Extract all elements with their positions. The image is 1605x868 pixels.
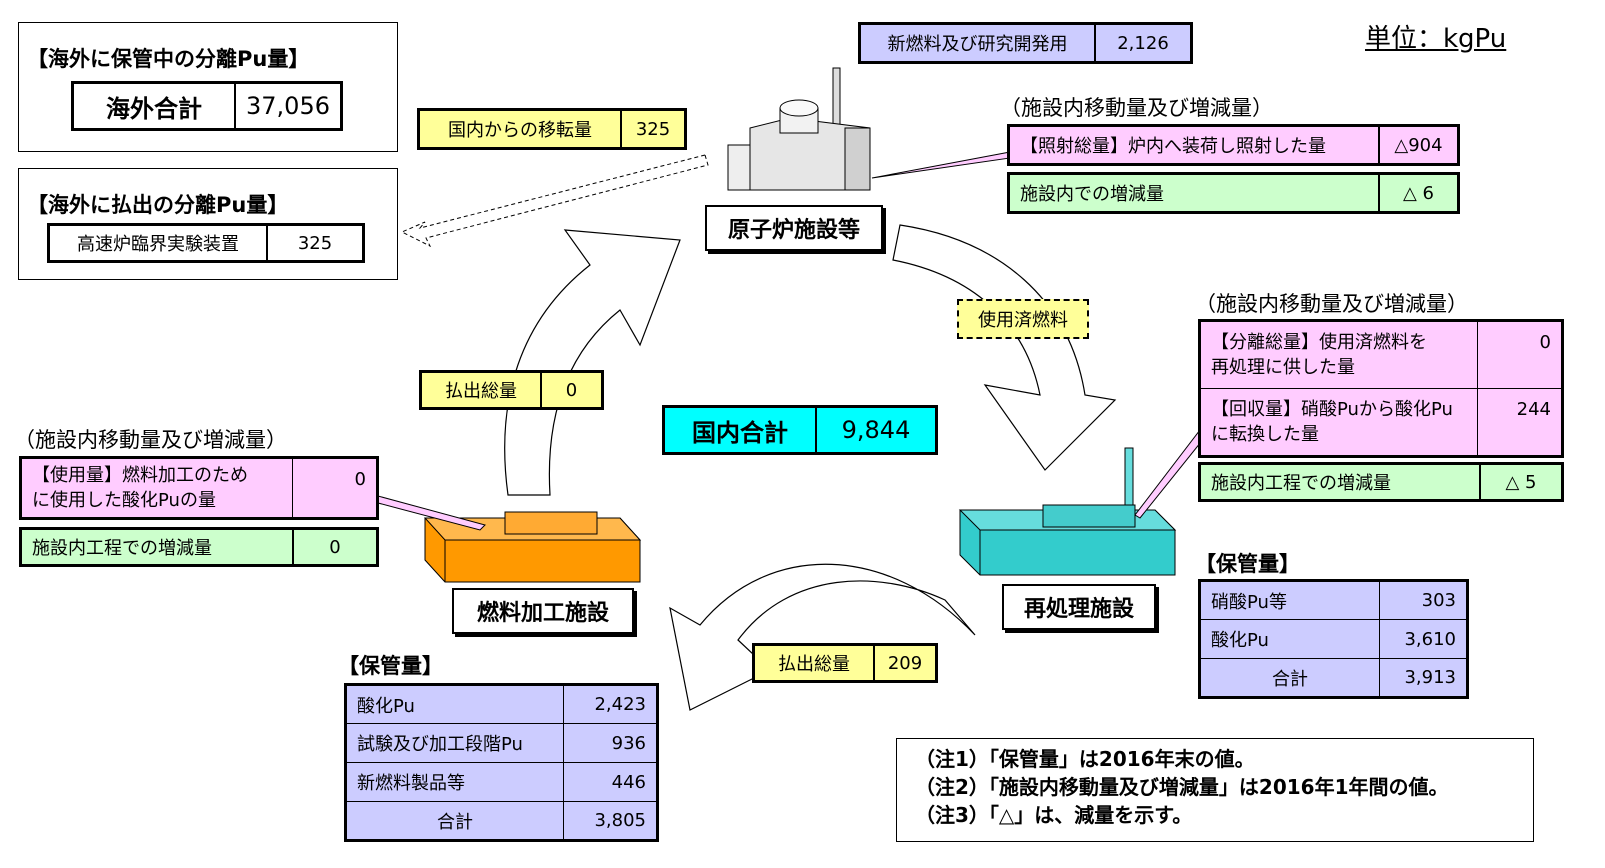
unit-label: 単位：kgPu [1365,24,1507,54]
table-row: 合計 3,805 [345,801,658,841]
fast-critical-value: 325 [266,226,362,260]
reprocessing-paid-out-value: 209 [873,646,935,680]
storage-item-value: 303 [1379,580,1468,620]
fabrication-section-title: （施設内移動量及び増減量） [14,428,287,452]
storage-item-value: 446 [563,762,658,802]
arrow-fabrication-to-reactor [504,229,681,496]
new-fuel-box: 新燃料及び研究開発用 2,126 [858,22,1193,64]
fabrication-process-value: 0 [292,530,376,564]
reprocessing-storage-table: 硝酸Pu等 303 酸化Pu 3,610 合計 3,913 [1198,579,1469,699]
fabrication-use-label: 【使用量】燃料加工のため に使用した酸化Puの量 [20,457,293,519]
fabrication-process-box: 施設内工程での増減量 0 [19,527,379,567]
storage-total-value: 3,913 [1379,658,1468,698]
arrow-reactor-to-overseas [400,154,709,248]
reprocessing-process-box: 施設内工程での増減量 △ 5 [1198,462,1564,502]
separation-label-line1: 【分離総量】使用済燃料を [1211,332,1427,353]
reprocessing-section-title: （施設内移動量及び増減量） [1195,292,1468,316]
reactor-section-title: （施設内移動量及び増減量） [1000,96,1273,120]
overseas-total-value: 37,056 [234,84,340,128]
overseas-paid-out-title: 【海外に払出の分離Pu量】 [27,193,289,217]
notes-panel: （注1）「保管量」は2016年末の値。 （注2）「施設内移動量及び増減量」は20… [896,738,1534,842]
fabrication-storage-table: 酸化Pu 2,423 試験及び加工段階Pu 936 新燃料製品等 446 合計 … [344,683,659,842]
table-row: 酸化Pu 2,423 [345,684,658,724]
separation-value: 0 [1477,320,1563,389]
reactor-building-icon [727,67,871,191]
storage-total-label: 合計 [345,801,564,841]
storage-item-label: 新燃料製品等 [345,762,564,802]
reactor-facility-label: 原子炉施設等 [705,205,883,251]
fabrication-facility-label: 燃料加工施設 [452,588,634,634]
reprocessing-process-label: 施設内工程での増減量 [1211,473,1391,494]
storage-total-value: 3,805 [563,801,658,841]
arrow-reprocessing-to-fabrication [669,563,976,711]
recovery-label-line1: 【回収量】硝酸Puから酸化Pu [1211,399,1453,420]
overseas-total-box: 海外合計 37,056 [71,81,343,131]
spent-fuel-label: 使用済燃料 [957,299,1089,339]
reactor-change-label: 施設内での増減量 [1020,184,1164,205]
fabrication-use-value: 0 [292,457,378,519]
table-row: 酸化Pu 3,610 [1199,619,1468,659]
fast-critical-label: 高速炉臨界実験装置 [77,234,239,255]
storage-item-label: 酸化Pu [1199,619,1380,659]
fabrication-use-label-line2: に使用した酸化Puの量 [32,490,216,511]
reactor-irradiation-label: 【照射総量】炉内へ装荷し照射した量 [1020,136,1326,157]
reactor-irradiation-box: 【照射総量】炉内へ装荷し照射した量 △904 [1007,124,1460,166]
storage-item-value: 2,423 [563,684,658,724]
overseas-paid-out-panel: 【海外に払出の分離Pu量】 高速炉臨界実験装置 325 [18,168,398,280]
reprocessing-movement-table: 【分離総量】使用済燃料を 再処理に供した量 0 【回収量】硝酸Puから酸化Pu … [1198,319,1564,458]
fabrication-use-table: 【使用量】燃料加工のため に使用した酸化Puの量 0 [19,456,379,520]
overseas-total-label: 海外合計 [106,94,202,123]
domestic-transfer-value: 325 [620,111,684,147]
storage-item-label: 試験及び加工段階Pu [345,723,564,763]
domestic-transfer-label: 国内からの移転量 [448,120,592,141]
storage-item-label: 酸化Pu [345,684,564,724]
overseas-stored-title: 【海外に保管中の分離Pu量】 [27,47,310,71]
table-row: 硝酸Pu等 303 [1199,580,1468,620]
reprocessing-paid-out-box: 払出総量 209 [752,643,938,683]
storage-total-label: 合計 [1199,658,1380,698]
domestic-transfer-box: 国内からの移転量 325 [417,108,687,150]
domestic-total-label: 国内合計 [692,418,788,447]
table-row: 試験及び加工段階Pu 936 [345,723,658,763]
reprocessing-storage-title: 【保管量】 [1195,552,1300,576]
storage-item-value: 936 [563,723,658,763]
fabrication-paid-out-box: 払出総量 0 [419,370,604,410]
fabrication-paid-out-value: 0 [540,373,601,407]
fabrication-paid-out-label: 払出総量 [445,381,517,402]
reactor-irradiation-value: △904 [1378,127,1457,163]
recovery-label: 【回収量】硝酸Puから酸化Pu に転換した量 [1199,388,1478,457]
arrow-reactor-to-reprocessing [892,224,1117,471]
reactor-change-box: 施設内での増減量 △ 6 [1007,172,1460,214]
fabrication-storage-title: 【保管量】 [338,654,443,678]
domestic-total-value: 9,844 [815,408,935,452]
fabrication-process-label: 施設内工程での増減量 [32,538,212,559]
table-row: 新燃料製品等 446 [345,762,658,802]
reprocessing-leader-line [1134,429,1206,519]
storage-item-label: 硝酸Pu等 [1199,580,1380,620]
domestic-total-box: 国内合計 9,844 [662,405,938,455]
reactor-leader-line [871,151,1011,179]
separation-label: 【分離総量】使用済燃料を 再処理に供した量 [1199,320,1478,389]
reprocessing-process-value: △ 5 [1479,465,1561,499]
reprocessing-paid-out-label: 払出総量 [778,654,850,675]
reprocessing-building-icon [958,447,1177,576]
recovery-value: 244 [1477,388,1563,457]
reprocessing-facility-label: 再処理施設 [1002,584,1156,630]
new-fuel-value: 2,126 [1094,25,1190,61]
recovery-label-line2: に転換した量 [1211,424,1319,445]
note-2: （注2）「施設内移動量及び増減量」は2016年1年間の値。 [915,775,1449,799]
note-3: （注3）「△」は、減量を示す。 [915,803,1193,827]
storage-item-value: 3,610 [1379,619,1468,659]
note-1: （注1）「保管量」は2016年末の値。 [915,747,1255,771]
reactor-change-value: △ 6 [1378,175,1457,211]
separation-label-line2: 再処理に供した量 [1211,357,1355,378]
fast-critical-box: 高速炉臨界実験装置 325 [47,223,365,263]
fabrication-use-label-line1: 【使用量】燃料加工のため [32,465,248,486]
overseas-stored-panel: 【海外に保管中の分離Pu量】 海外合計 37,056 [18,22,398,152]
table-row: 合計 3,913 [1199,658,1468,698]
new-fuel-label: 新燃料及び研究開発用 [887,34,1068,55]
